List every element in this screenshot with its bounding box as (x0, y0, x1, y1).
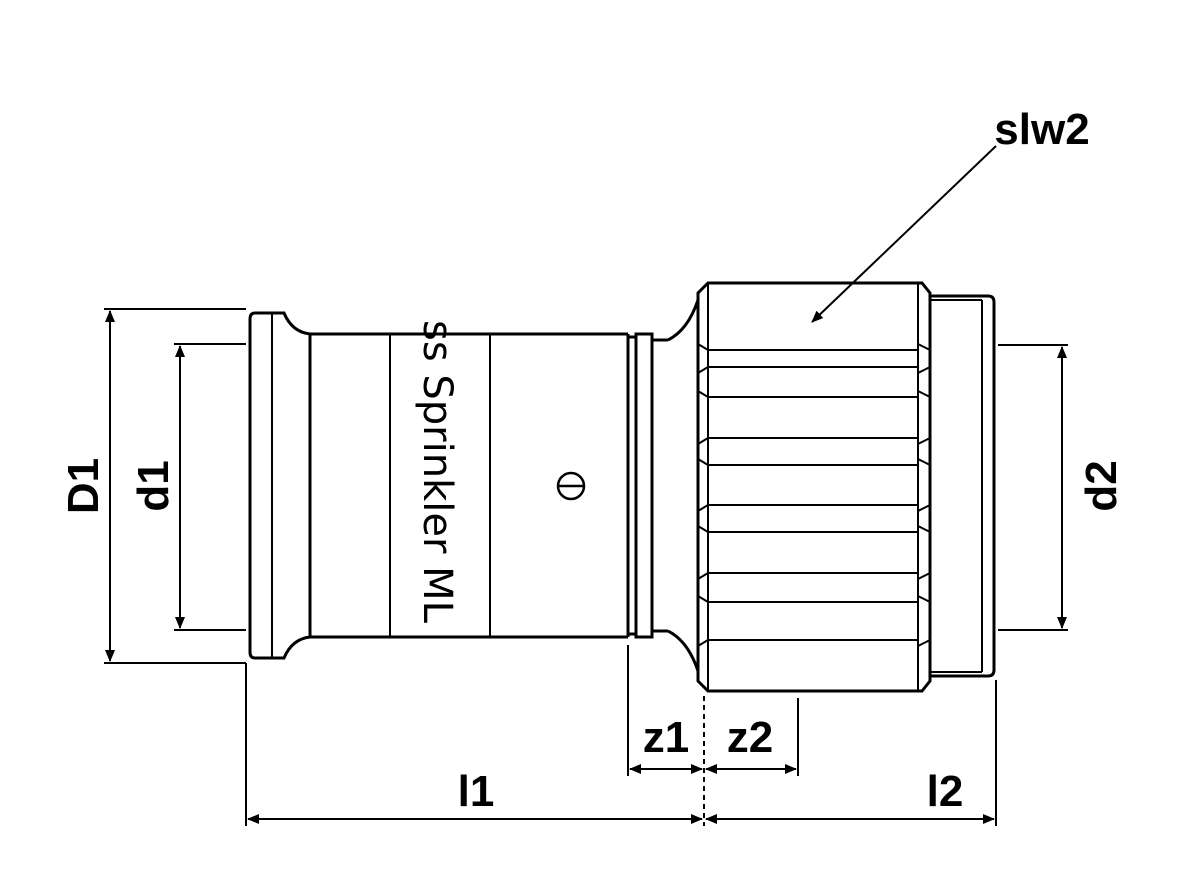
nut-corner-mark (917, 572, 931, 580)
label-z2: z2 (727, 713, 773, 762)
nut-corner-mark (697, 504, 709, 512)
nut-corner-mark (697, 572, 709, 580)
dimension-d2 (998, 344, 1068, 631)
dimension-D1 (104, 308, 246, 664)
dimension-d1 (174, 343, 246, 631)
threaded-end (930, 294, 996, 678)
nut-corner-mark (697, 639, 709, 647)
nut-corner-mark (697, 595, 709, 603)
leader-slw2 (811, 145, 997, 323)
nut-corner-mark (697, 343, 709, 351)
label-slw2: slw2 (994, 105, 1089, 154)
label-D1: D1 (59, 458, 108, 514)
extension-lines (245, 645, 997, 826)
label-l1: l1 (458, 767, 495, 816)
nut-corner-mark (697, 366, 709, 374)
press-socket-body (248, 311, 630, 660)
nut-corner-mark (697, 390, 709, 398)
hex-nut (696, 281, 932, 693)
nut-corner-mark (697, 437, 709, 445)
groove-ring (628, 299, 700, 672)
label-d2: d2 (1077, 460, 1126, 511)
nut-corner-mark (697, 525, 709, 533)
nut-corner-mark (917, 639, 931, 647)
marking-symbol-icon (556, 471, 586, 501)
label-l2: l2 (927, 767, 964, 816)
hex-nut-flats (697, 343, 931, 647)
label-d1: d1 (129, 460, 178, 511)
nut-corner-mark (917, 343, 931, 351)
body-marking-text: ss Sprinkler ML (414, 320, 460, 624)
nut-corner-mark (917, 366, 931, 374)
nut-corner-mark (917, 390, 931, 398)
nut-corner-mark (697, 458, 709, 466)
nut-corner-mark (917, 458, 931, 466)
nut-corner-mark (917, 595, 931, 603)
nut-corner-mark (917, 504, 931, 512)
label-z1: z1 (643, 713, 689, 762)
nut-corner-mark (917, 525, 931, 533)
nut-corner-mark (917, 437, 931, 445)
